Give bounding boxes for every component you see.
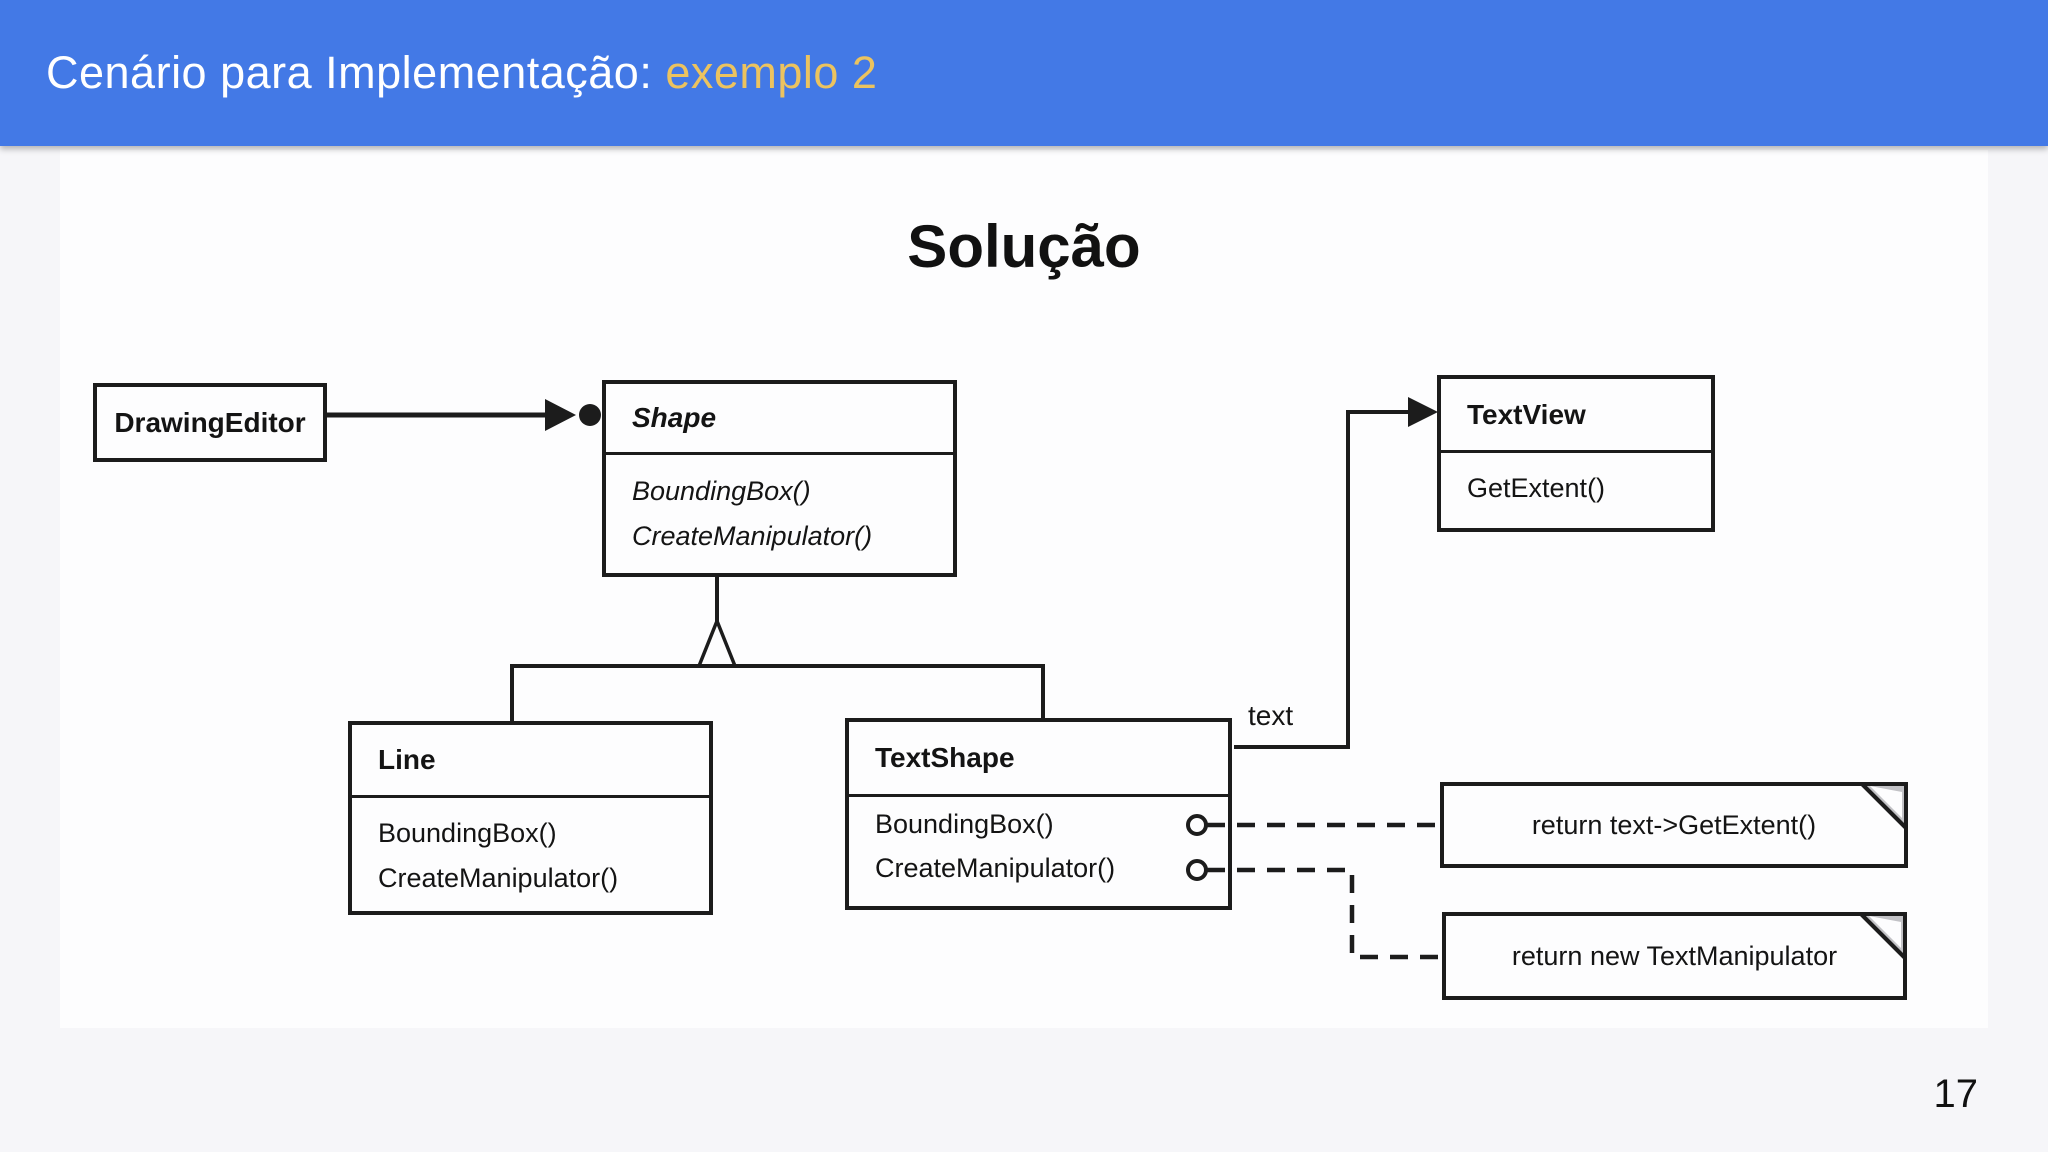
class-box-textview: TextView GetExtent() xyxy=(1437,375,1715,532)
method-line-createmanipulator: CreateManipulator() xyxy=(378,863,619,893)
slide-header: Cenário para Implementação: exemplo 2 xyxy=(0,0,2048,146)
class-box-drawingeditor: DrawingEditor xyxy=(93,383,327,462)
header-title-highlight: exemplo 2 xyxy=(665,47,878,98)
method-shape-createmanipulator: CreateManipulator() xyxy=(632,521,873,551)
note-dogear-icon xyxy=(1859,912,1907,960)
section-title: Solução xyxy=(907,213,1141,280)
class-name-shape: Shape xyxy=(606,384,953,455)
method-line-boundingbox: BoundingBox() xyxy=(378,818,557,848)
class-name-drawingeditor: DrawingEditor xyxy=(114,406,306,438)
class-box-line: Line BoundingBox() CreateManipulator() xyxy=(348,721,713,915)
class-name-line: Line xyxy=(352,725,709,798)
method-textshape-boundingbox: BoundingBox() xyxy=(875,809,1054,839)
method-shape-boundingbox: BoundingBox() xyxy=(632,476,811,506)
header-title: Cenário para Implementação: xyxy=(46,47,666,98)
class-name-textshape: TextShape xyxy=(849,722,1228,797)
method-textshape-createmanipulator: CreateManipulator() xyxy=(875,853,1116,883)
page-number: 17 xyxy=(1933,1072,1979,1116)
class-box-shape: Shape BoundingBox() CreateManipulator() xyxy=(602,380,957,577)
note-return-getextent: return text->GetExtent() xyxy=(1440,782,1908,868)
class-box-textshape: TextShape BoundingBox() CreateManipulato… xyxy=(845,718,1232,910)
method-textview-getextent: GetExtent() xyxy=(1467,473,1606,503)
note-text: return new TextManipulator xyxy=(1511,940,1838,971)
association-label-text: text xyxy=(1248,700,1294,731)
note-return-textmanipulator: return new TextManipulator xyxy=(1442,912,1907,1000)
note-dogear-icon xyxy=(1860,782,1908,830)
note-text: return text->GetExtent() xyxy=(1531,809,1817,840)
class-name-textview: TextView xyxy=(1441,379,1711,453)
